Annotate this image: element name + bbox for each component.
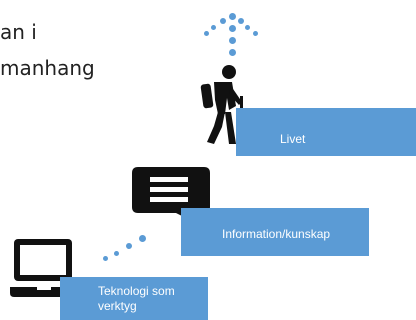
dot (103, 256, 108, 261)
dot (229, 37, 236, 44)
step-box-2: Information/kunskap (181, 208, 369, 256)
laptop-icon (10, 239, 78, 297)
title-line-2: manhang (0, 56, 95, 80)
dot (211, 25, 216, 30)
dot (139, 235, 146, 242)
dot (114, 251, 119, 256)
title-line-1: an i (0, 20, 37, 44)
step-label-3: Livet (280, 132, 306, 146)
dot (238, 18, 244, 24)
dot (220, 18, 226, 24)
step-box-1: Teknologi som verktyg (60, 277, 208, 320)
dot (229, 25, 236, 32)
dot (229, 49, 236, 56)
dot (245, 25, 250, 30)
dot (229, 13, 236, 20)
hiker-icon (200, 65, 243, 144)
dot (126, 243, 132, 249)
dot (253, 31, 258, 36)
step-label-2: Information/kunskap (222, 227, 331, 241)
step-label-1: Teknologi som verktyg (98, 284, 175, 313)
step-box-3: Livet (236, 108, 416, 156)
dot (204, 31, 209, 36)
